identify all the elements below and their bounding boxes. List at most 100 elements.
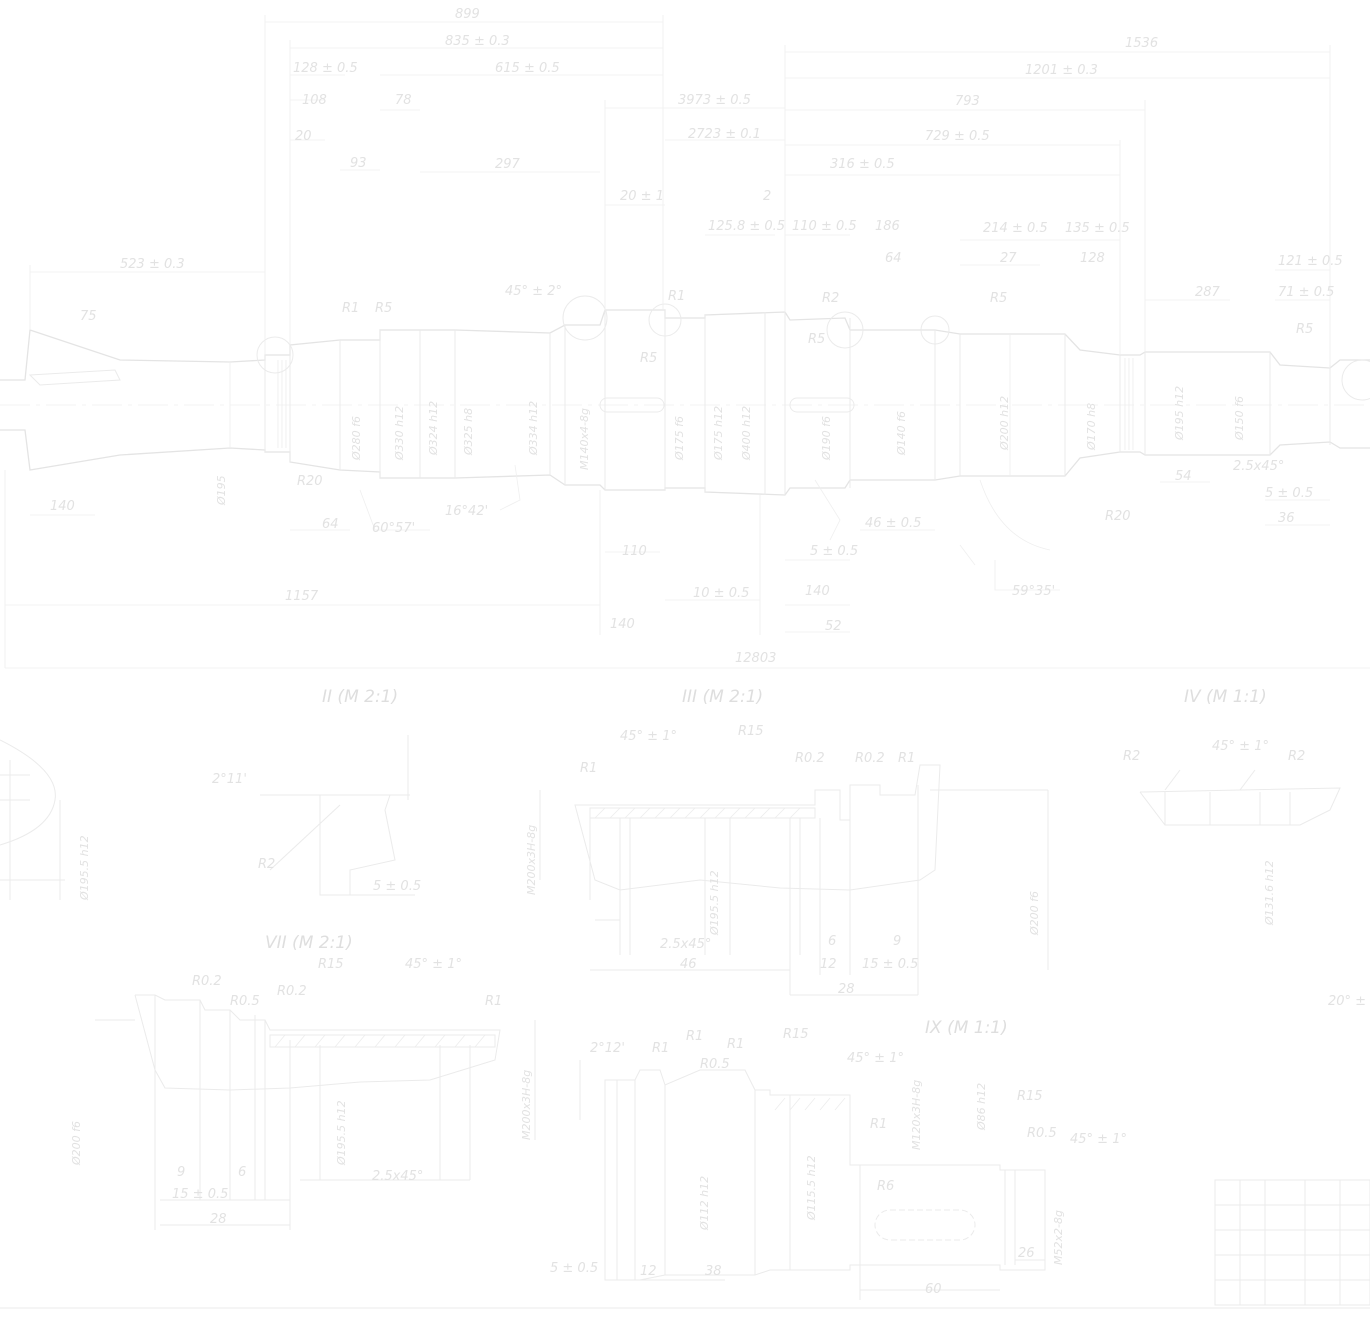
- radius-r1-v9a: R1: [652, 1041, 669, 1056]
- dim-316: 316 ± 0.5: [830, 157, 895, 172]
- radius-r5-c: R5: [808, 332, 825, 347]
- thread-m140: M140x4-8g: [578, 408, 591, 470]
- view-9-title: IX (M 1:1): [925, 1018, 1008, 1038]
- thread-m120: M120x3H-8g: [910, 1080, 923, 1150]
- dia-150: Ø150 f6: [1233, 396, 1246, 441]
- dim-9-v3: 9: [893, 934, 901, 949]
- radius-r20-b: R20: [1105, 509, 1131, 524]
- dia-325: Ø325 h8: [462, 408, 475, 456]
- radius-r1-v9d: R1: [870, 1117, 887, 1132]
- dim-46b: 46: [680, 957, 697, 972]
- dim-186: 186: [875, 219, 900, 234]
- view-7-shape: [95, 994, 536, 1230]
- thread-m52: M52x2-8g: [1052, 1210, 1065, 1265]
- dim-60-v9: 60: [925, 1282, 942, 1297]
- dia-195b: Ø195 h12: [1173, 386, 1186, 441]
- dia-195: Ø195: [215, 475, 228, 506]
- view-2-title: II (M 2:1): [322, 687, 398, 707]
- dim-9-v7: 9: [177, 1165, 185, 1180]
- dim-93: 93: [350, 156, 367, 171]
- dim-108: 108: [302, 93, 327, 108]
- view-4-shape: [1139, 769, 1341, 826]
- dim-52: 52: [825, 619, 842, 634]
- view-2-shape: [260, 735, 415, 896]
- radius-r1-v9b: R1: [686, 1029, 703, 1044]
- dim-128b: 128: [1080, 251, 1105, 266]
- dim-26-v9: 26: [1018, 1246, 1035, 1261]
- dim-835: 835 ± 0.3: [445, 34, 510, 49]
- radius-r1-v3: R1: [580, 761, 597, 776]
- dim-2deg12: 2°12': [590, 1041, 625, 1056]
- dim-5-v9: 5 ± 0.5: [550, 1261, 598, 1276]
- shaft-outline-upper: [0, 309, 1370, 381]
- radius-r2-v2: R2: [258, 857, 275, 872]
- dia-200-v7: Ø200 f6: [70, 1121, 83, 1166]
- dia-330: Ø330 h12: [393, 406, 406, 461]
- dim-287: 287: [1195, 285, 1221, 300]
- dim-45deg-v4: 45° ± 1°: [1212, 739, 1269, 754]
- radius-r15-v9: R15: [783, 1027, 809, 1042]
- dia-195d: Ø195.5 h12: [708, 870, 721, 936]
- thread-m200: M200x3H-8g: [525, 825, 538, 895]
- thread-m200-v7: M200x3H-8g: [520, 1070, 533, 1140]
- dia-175: Ø175 f6: [673, 416, 686, 461]
- dim-64b: 64: [322, 517, 339, 532]
- dim-71: 71 ± 0.5: [1278, 285, 1334, 300]
- dia-190: Ø190 f6: [820, 416, 833, 461]
- dim-38-v9: 38: [705, 1264, 722, 1279]
- view-3-title: III (M 2:1): [682, 687, 763, 707]
- dim-54: 54: [1175, 469, 1192, 484]
- dim-chamfer-v7: 2.5x45°: [372, 1169, 423, 1184]
- dim-5: 5 ± 0.5: [810, 544, 858, 559]
- dim-729: 729 ± 0.5: [925, 129, 990, 144]
- dim-6-v7a: 6: [238, 1165, 246, 1180]
- dim-59deg: 59°35': [1012, 584, 1055, 599]
- radius-r05-v7: R0.5: [230, 994, 260, 1009]
- dim-45deg-v7: 45° ± 1°: [405, 957, 462, 972]
- dim-15-v7: 15 ± 0.5: [172, 1187, 228, 1202]
- radius-r5-a: R5: [375, 301, 392, 316]
- dia-200: Ø200 h12: [998, 396, 1011, 451]
- radius-r1-a: R1: [342, 301, 359, 316]
- radius-r20-a: R20: [297, 474, 323, 489]
- dim-75: 75: [80, 309, 97, 324]
- dim-297: 297: [495, 157, 521, 172]
- radius-r1-v9c: R1: [727, 1037, 744, 1052]
- view-1-partial: [0, 739, 65, 900]
- radius-r1-v3b: R1: [898, 751, 915, 766]
- dim-20b: 20 ± 1: [620, 189, 664, 204]
- dim-28-v7: 28: [210, 1212, 227, 1227]
- dia-195c: Ø195.5 h12: [78, 835, 91, 901]
- radius-r2-a: R2: [822, 291, 839, 306]
- dim-1157: 1157: [285, 589, 319, 604]
- dia-131: Ø131.6 h12: [1263, 860, 1276, 926]
- radius-r2-v4b: R2: [1288, 749, 1305, 764]
- dim-6-v3: 6: [828, 934, 836, 949]
- dim-12-v9: 12: [640, 1264, 657, 1279]
- dim-5b: 5 ± 0.5: [1265, 486, 1313, 501]
- dim-64: 64: [885, 251, 902, 266]
- dim-overall: 12803: [735, 651, 776, 666]
- dim-16deg: 16°42': [445, 504, 488, 519]
- radius-r02-v7a: R0.2: [192, 974, 222, 989]
- dia-280: Ø280 f6: [350, 416, 363, 461]
- dim-214: 214 ± 0.5: [983, 221, 1048, 236]
- view-4-title: IV (M 1:1): [1184, 687, 1267, 707]
- radius-r6-v9: R6: [877, 1179, 894, 1194]
- detail-views: II (M 2:1) III (M 2:1) IV (M 1:1) VII (M…: [0, 687, 1370, 1300]
- radius-r05-v9b: R0.5: [1027, 1126, 1057, 1141]
- radius-r15-v3: R15: [738, 724, 764, 739]
- dim-899: 899: [455, 7, 480, 22]
- radius-r5-d: R5: [990, 291, 1007, 306]
- radius-r1-v7: R1: [485, 994, 502, 1009]
- dia-400: Ø400 h12: [740, 406, 753, 461]
- shaft-main-view: 899 835 ± 0.3 128 ± 0.5 615 ± 0.5 108 78…: [0, 7, 1370, 669]
- dia-195-v7: Ø195.5 h12: [335, 1100, 348, 1166]
- radius-r5-b: R5: [640, 351, 657, 366]
- dim-15-v3: 15 ± 0.5: [862, 957, 918, 972]
- dia-115: Ø115.5 h12: [805, 1155, 818, 1221]
- view-9-shape: [579, 1060, 1046, 1300]
- title-block: [1214, 1179, 1370, 1306]
- dia-86: Ø86 h12: [975, 1083, 988, 1131]
